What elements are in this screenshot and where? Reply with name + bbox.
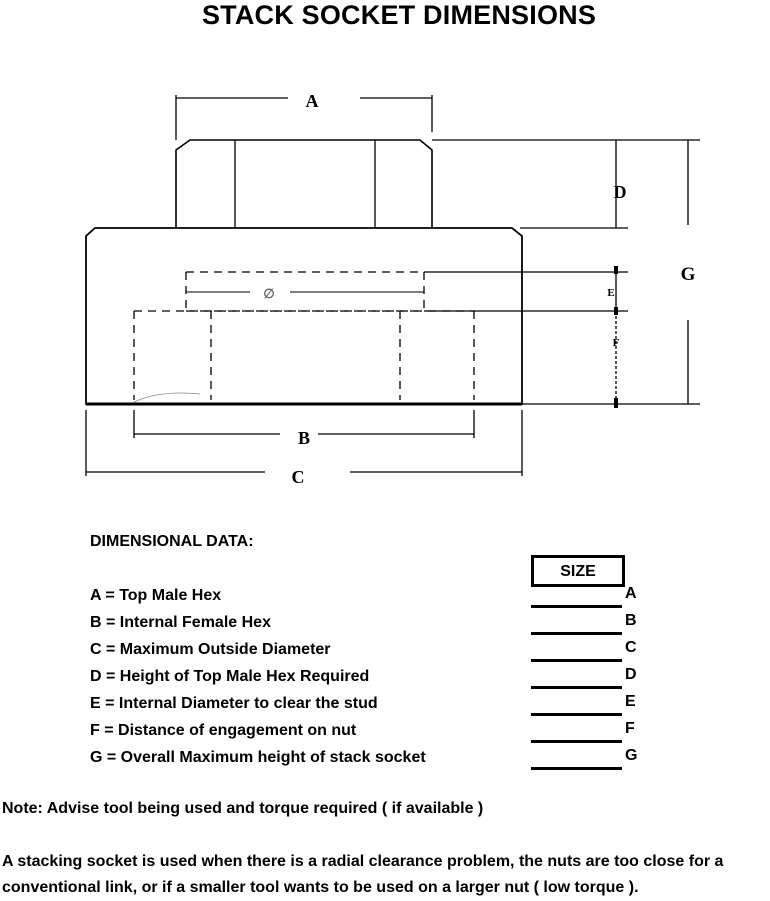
size-row-g: G	[531, 746, 641, 773]
size-header: SIZE	[531, 555, 625, 587]
size-letter-b: B	[625, 612, 637, 629]
note-text: Note: Advise tool being used and torque …	[2, 800, 484, 817]
label-a: A	[306, 91, 319, 111]
legend-item-a: A = Top Male Hex	[90, 587, 222, 604]
label-f: F	[613, 337, 620, 349]
legend-item-e: E = Internal Diameter to clear the stud	[90, 695, 378, 712]
size-row-b: B	[531, 611, 641, 638]
description-text: A stacking socket is used when there is …	[2, 853, 724, 896]
dimensional-data-heading: DIMENSIONAL DATA:	[90, 533, 254, 550]
dimension-legend: A = Top Male Hex B = Internal Female Hex…	[90, 584, 426, 773]
dim-f-tick-bottom	[614, 398, 618, 408]
size-letter-a: A	[625, 585, 637, 602]
diameter-symbol: ∅	[263, 286, 274, 301]
size-row-d: D	[531, 665, 641, 692]
size-blank-b	[531, 632, 622, 635]
size-blank-d	[531, 686, 622, 689]
top-hex-outline	[175, 139, 433, 228]
stack-socket-diagram: A B C D E F G ∅	[85, 91, 700, 487]
hidden-arc	[133, 392, 201, 403]
size-row-f: F	[531, 719, 641, 746]
size-row-a: A	[531, 584, 641, 611]
size-letter-c: C	[625, 639, 637, 656]
label-c: C	[292, 467, 305, 487]
label-d: D	[614, 182, 627, 202]
size-letter-g: G	[625, 747, 638, 764]
dim-e-tick-bottom	[614, 307, 618, 315]
dim-e-tick-top	[614, 266, 618, 274]
label-b: B	[298, 428, 310, 448]
page-title: STACK SOCKET DIMENSIONS	[201, 0, 597, 30]
label-g: G	[681, 264, 696, 285]
size-row-c: C	[531, 638, 641, 665]
legend-item-g: G = Overall Maximum height of stack sock…	[90, 749, 426, 766]
size-blank-g	[531, 767, 622, 770]
socket-body-outline	[85, 227, 523, 405]
size-blank-c	[531, 659, 622, 662]
legend-item-b: B = Internal Female Hex	[90, 614, 271, 631]
legend-item-c: C = Maximum Outside Diameter	[90, 641, 331, 658]
size-letter-d: D	[625, 666, 637, 683]
size-row-e: E	[531, 692, 641, 719]
size-blank-e	[531, 713, 622, 716]
size-blank-f	[531, 740, 622, 743]
legend-item-f: F = Distance of engagement on nut	[90, 722, 357, 739]
size-blank-a	[531, 605, 622, 608]
size-letter-f: F	[625, 720, 635, 737]
legend-item-d: D = Height of Top Male Hex Required	[90, 668, 370, 685]
size-entry-column: A B C D E F G	[531, 584, 641, 773]
label-e: E	[607, 287, 614, 299]
size-letter-e: E	[625, 693, 636, 710]
